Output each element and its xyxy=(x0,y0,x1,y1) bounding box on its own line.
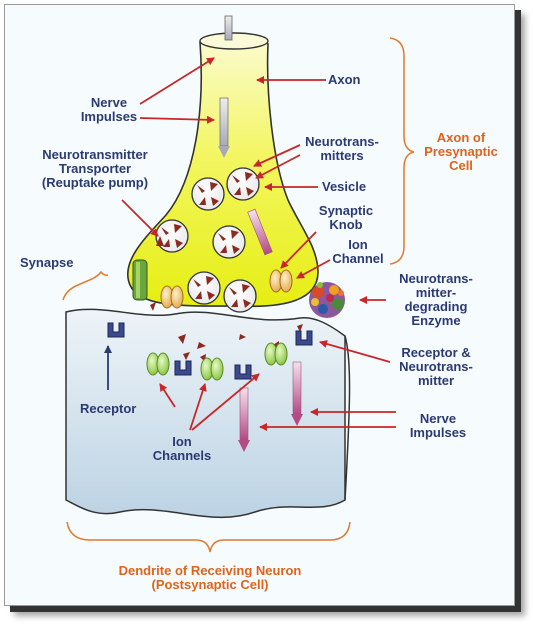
annotation-arrows xyxy=(121,57,396,431)
vesicle xyxy=(187,271,221,305)
degrading-enzyme xyxy=(309,282,345,318)
vesicle xyxy=(191,177,225,211)
label-nerve-impulses-bottom: Nerve Impulses xyxy=(409,411,467,440)
label-synaptic-knob: Synaptic Knob xyxy=(318,203,374,232)
vesicle xyxy=(223,279,257,313)
label-neurotransmitter-transporter: Neurotransmitter Transporter (Reuptake p… xyxy=(41,147,149,190)
presynaptic-brace xyxy=(389,37,415,265)
dendrite-brace xyxy=(66,521,351,553)
label-axon-of-presynaptic-cell: Axon of Presynaptic Cell xyxy=(424,130,498,173)
vesicle xyxy=(226,167,260,201)
label-synapse: Synapse xyxy=(20,255,74,270)
label-receptor: Receptor xyxy=(80,401,137,416)
label-vesicle: Vesicle xyxy=(322,179,367,194)
label-axon: Axon xyxy=(328,72,361,87)
label-degrading-enzyme: Neurotrans- mitter- degrading Enzyme xyxy=(399,271,473,328)
label-dendrite-of-receiving-neuron: Dendrite of Receiving Neuron (Postsynapt… xyxy=(118,563,302,592)
vesicle xyxy=(212,225,246,259)
label-neurotransmitters: Neurotrans- mitters xyxy=(305,134,379,163)
label-ion-channels: Ion Channels xyxy=(152,434,212,463)
label-receptor-and-neurotransmitter: Receptor & Neurotrans- mitter xyxy=(399,345,473,388)
synapse-brace xyxy=(62,270,109,301)
label-nerve-impulses-top: Nerve Impulses xyxy=(80,95,138,124)
reuptake-pump xyxy=(132,259,148,301)
vesicle xyxy=(155,219,189,253)
label-ion-channel: Ion Channel xyxy=(332,237,384,266)
